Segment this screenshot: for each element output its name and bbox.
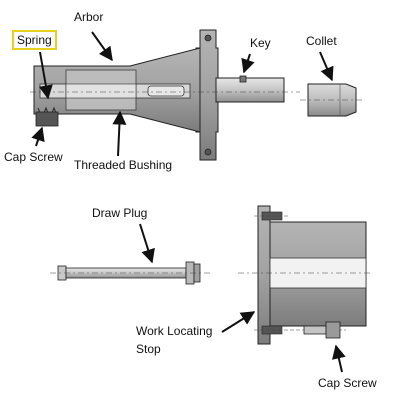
- work-locating-stop-part: [238, 205, 372, 345]
- cap-screw-top-leader: [31, 126, 45, 147]
- leader-arrows: [31, 31, 346, 373]
- key-leader: [241, 53, 255, 74]
- draw-plug-label: Draw Plug: [92, 206, 148, 220]
- arbor-label: Arbor: [74, 10, 104, 24]
- cap-screw-bottom-part: [303, 321, 341, 339]
- cap-screw-bottom-label: Cap Screw: [318, 376, 377, 390]
- key-label: Key: [250, 36, 271, 50]
- spring-label: Spring: [12, 30, 57, 50]
- arbor-body: [30, 29, 300, 161]
- work-locating-stop-label-line2: Stop: [136, 342, 161, 356]
- collet-label: Collet: [306, 34, 337, 48]
- draw-plug-leader: [139, 223, 155, 264]
- collet-leader: [319, 51, 334, 82]
- threaded-bushing-leader: [112, 110, 127, 157]
- threaded-bushing-label: Threaded Bushing: [74, 158, 173, 172]
- collet-part: [300, 83, 362, 117]
- cap-screw-top-label: Cap Screw: [4, 150, 63, 164]
- draw-plug-part: [50, 261, 210, 285]
- cap-screw-bottom-leader: [332, 344, 346, 373]
- work-stop-leader: [221, 311, 256, 333]
- work-locating-stop-label: Work Locating: [136, 324, 213, 338]
- spring-leader: [38, 51, 53, 100]
- arbor-leader: [91, 31, 113, 62]
